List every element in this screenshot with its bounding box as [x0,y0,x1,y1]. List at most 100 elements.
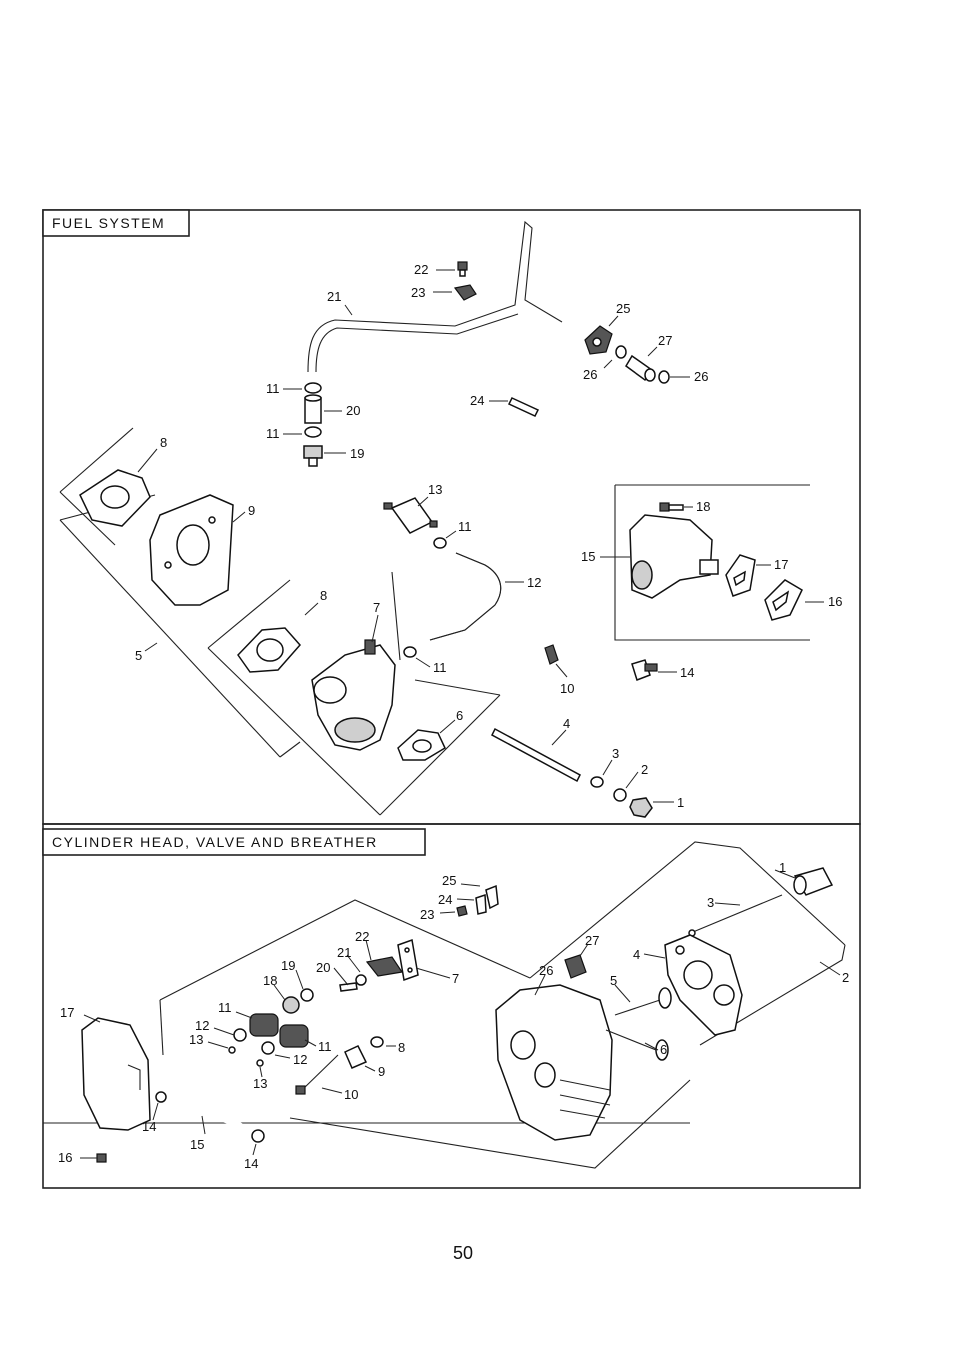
clamp-26b [659,371,669,383]
callout: 11 [318,1039,332,1054]
screw-18 [660,503,683,511]
pivot-22 [356,975,366,985]
clamp-11b [305,427,321,437]
callout: 2 [641,762,648,777]
callout: 17 [60,1005,74,1020]
callout: 24 [438,892,452,907]
bolt-20 [340,983,357,991]
callout: 21 [337,945,351,960]
callout: 13 [189,1032,203,1047]
callout: 18 [263,973,277,988]
callout: 16 [58,1150,72,1165]
valve-spring-11a [250,1014,278,1036]
callout: 26 [694,369,708,384]
retainer-18 [283,997,299,1013]
callout: 11 [458,519,472,534]
shutoff-valve [585,326,612,354]
callout: 12 [195,1018,209,1033]
fuel-filter-13 [384,498,437,533]
fuel-leader-lines [138,270,824,802]
callout: 10 [344,1087,358,1102]
callout: 8 [160,435,167,450]
callout: 14 [142,1119,156,1134]
fuel-hose-12 [430,553,501,640]
rocker-21 [367,957,402,976]
callout: 11 [266,426,280,441]
seal-13a [229,1047,235,1053]
clip-23 [455,285,476,300]
callout: 12 [293,1052,307,1067]
callout: 6 [660,1042,667,1057]
callout: 11 [266,381,280,396]
callout: 20 [346,403,360,418]
dipstick-tube-1 [794,868,832,895]
fuel-callouts: 22 23 21 25 27 26 26 11 20 11 19 24 8 9 … [135,262,842,810]
callout: 24 [470,393,484,408]
callout: 19 [350,446,364,461]
clamp-11d [404,647,416,657]
callout: 27 [658,333,672,348]
cylinder-head-title: CYLINDER HEAD, VALVE AND BREATHER [52,834,378,850]
rod-3 [689,895,782,936]
fuel-system-title: FUEL SYSTEM [52,215,165,231]
screw-22 [458,262,467,276]
bracket-25-24 [476,886,498,914]
callout: 11 [218,1000,232,1015]
lockwasher-2 [614,789,626,801]
callout: 6 [456,708,463,723]
clamp-11a [305,383,321,393]
callout: 15 [581,549,595,564]
callout: 3 [707,895,714,910]
callout: 18 [696,499,710,514]
nut-1 [630,798,652,817]
adapter-plate-9 [150,495,233,605]
valve-cover-plate-7 [398,940,418,980]
breather-plug-27 [565,955,586,978]
callout: 23 [411,285,425,300]
callout: 14 [244,1156,258,1171]
hose-20 [305,395,321,423]
valve-6 [606,1030,668,1060]
callout: 4 [563,716,570,731]
valve-spring-11b [280,1025,308,1047]
callout: 9 [378,1064,385,1079]
callout: 4 [633,947,640,962]
callout: 12 [527,575,541,590]
callout: 25 [442,873,456,888]
page-number: 50 [453,1243,473,1263]
fitting-19 [304,446,322,466]
callout: 25 [616,301,630,316]
callout: 8 [320,588,327,603]
callout: 19 [281,958,295,973]
callout: 5 [135,648,142,663]
callout: 2 [842,970,849,985]
callout: 1 [677,795,684,810]
callout: 14 [680,665,694,680]
plate-16 [765,580,802,620]
callout: 13 [253,1076,267,1091]
callout: 10 [560,681,574,696]
clamp-11c [434,538,446,548]
hose-27 [626,356,655,381]
callout: 3 [612,746,619,761]
screw-16 [80,1154,106,1162]
callout: 9 [248,503,255,518]
washer-12a [234,1029,246,1041]
callout: 27 [585,933,599,948]
screw-23 [457,906,467,916]
valve-keeper-19 [301,989,313,1001]
gasket-6 [398,730,445,760]
valve-5 [615,988,671,1015]
nut-8 [371,1037,383,1047]
callout: 7 [452,971,459,986]
stud-4 [492,729,580,781]
gasket-8-lower [238,628,300,672]
callout: 23 [420,907,434,922]
gasket-17 [726,555,755,596]
callout: 8 [398,1040,405,1055]
cylinder-head-26 [496,985,612,1140]
washer-12b [262,1042,274,1054]
gasket-8-upper [80,470,150,526]
callout: 17 [774,557,788,572]
